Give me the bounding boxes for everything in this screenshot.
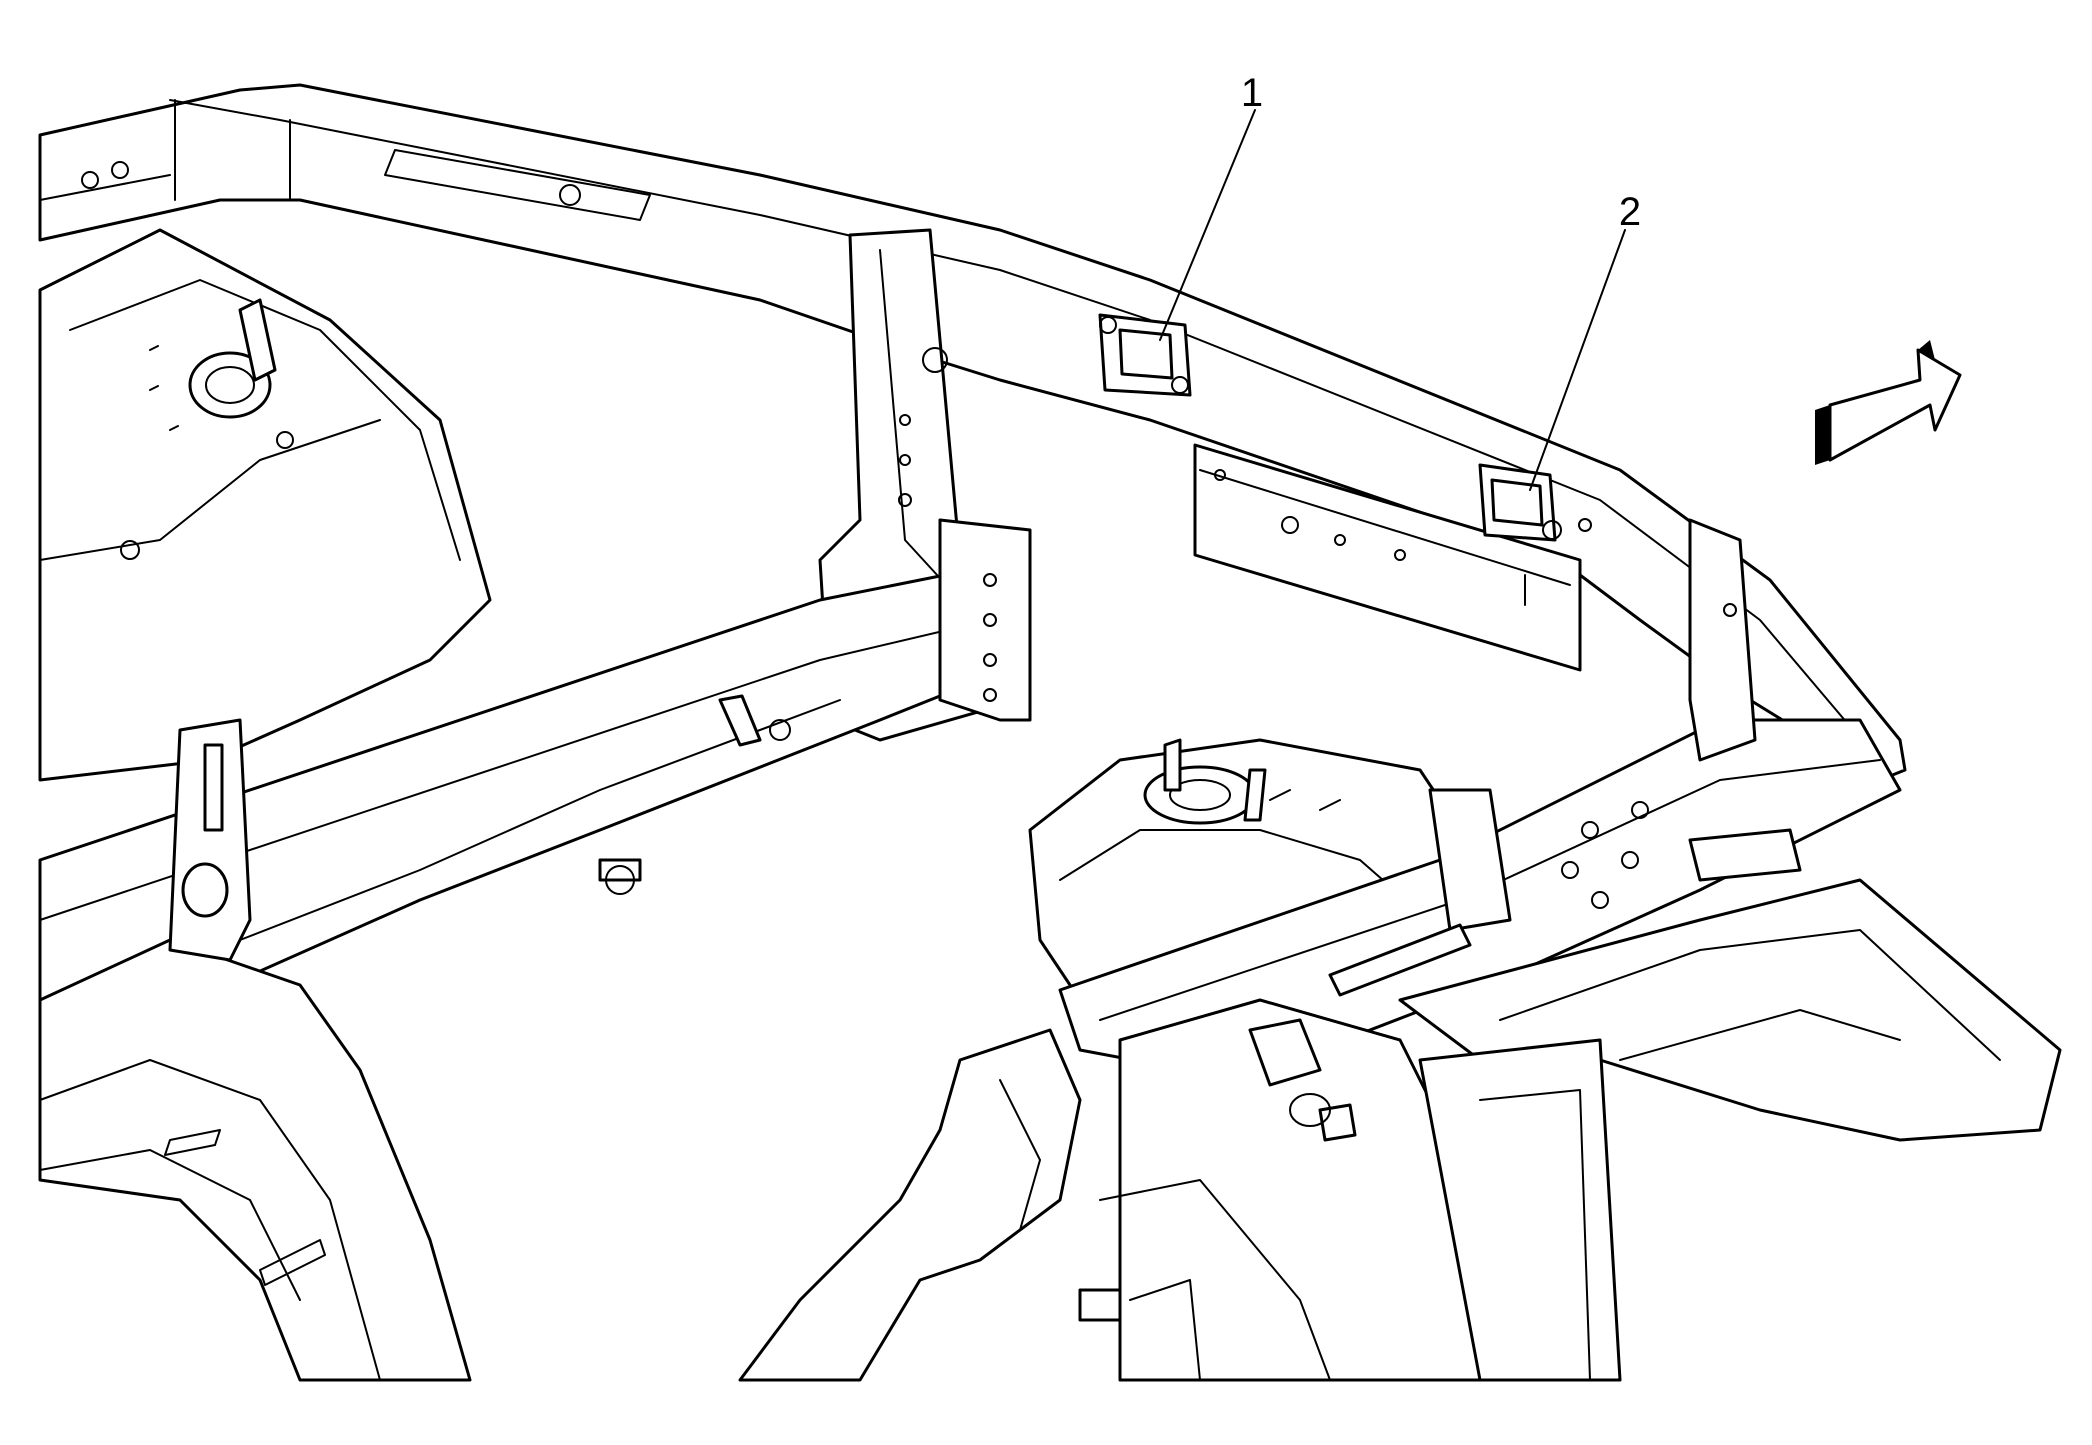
right-radiator-support-post — [1688, 518, 1757, 762]
left-shock-tower — [38, 228, 492, 782]
impact-sensor-1 — [1098, 313, 1192, 397]
left-latch-bracket — [168, 718, 252, 962]
center-splash-shield — [1193, 443, 1582, 672]
callout-2-label: 2 — [1619, 190, 1641, 234]
left-mounting-plate — [938, 518, 1032, 722]
right-wheel-arch — [738, 878, 2062, 1382]
callout-1: 1 — [1159, 71, 1263, 341]
left-wheel-arch — [38, 938, 472, 1382]
callout-1-label: 1 — [1241, 71, 1263, 115]
front-direction-arrow-icon — [1815, 340, 1962, 465]
callout-2: 2 — [1529, 190, 1641, 491]
impact-sensor-2 — [1478, 463, 1592, 542]
